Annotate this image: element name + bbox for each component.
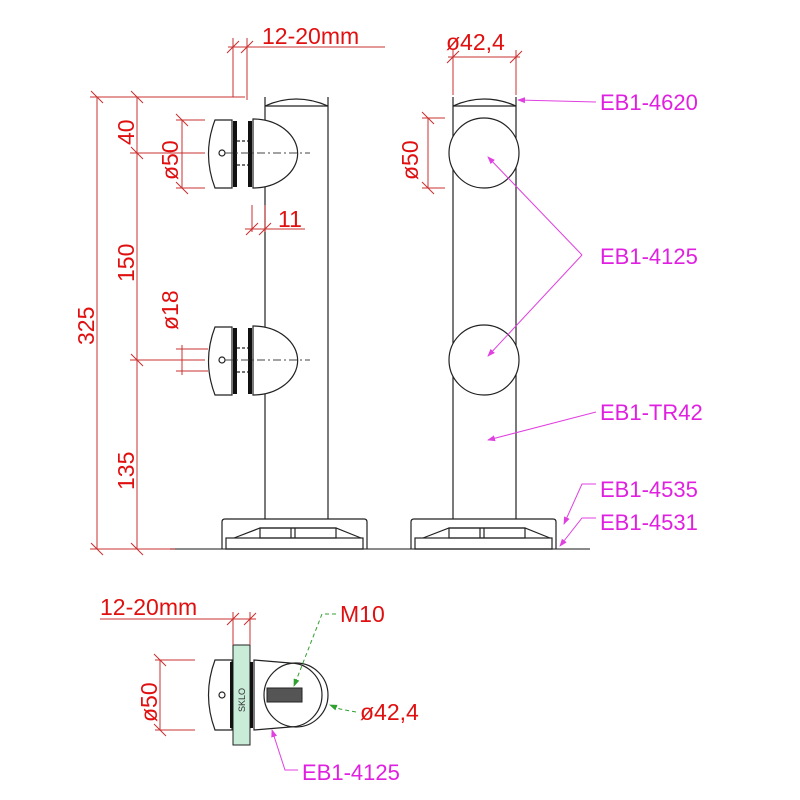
- dim-325: 325: [73, 307, 99, 345]
- dim-11: 11: [278, 206, 302, 232]
- dim-ø50-plan: ø50: [136, 682, 162, 722]
- front-fitting-lower: [448, 324, 520, 396]
- label-eb1-tr42: EB1-TR42: [600, 400, 703, 425]
- glass-label: SKLO: [237, 688, 247, 712]
- label-eb1-4531: EB1-4531: [600, 510, 698, 535]
- dim-ø42-4-plan: ø42,4: [360, 699, 419, 725]
- dim-12-20mm-top: 12-20mm: [262, 23, 359, 49]
- front-fitting-upper: [448, 117, 520, 189]
- plan-detail: SKLO: [207, 644, 329, 746]
- label-eb1-4125-plan: EB1-4125: [302, 760, 400, 785]
- front-view-post: [410, 97, 557, 550]
- dim-ø42-4-top: ø42,4: [446, 29, 505, 55]
- label-eb1-4620: EB1-4620: [600, 90, 698, 115]
- dim-ø50-front: ø50: [397, 140, 423, 180]
- side-fitting-upper: [207, 118, 310, 189]
- dim-40: 40: [113, 119, 139, 145]
- dimension-lines: [90, 38, 523, 556]
- dim-ø18: ø18: [157, 290, 183, 330]
- plan-dimension-lines: [100, 612, 257, 737]
- label-eb1-4535: EB1-4535: [600, 477, 698, 502]
- dim-135: 135: [113, 452, 139, 490]
- side-view-base: [221, 518, 368, 550]
- front-view-base: [410, 518, 557, 550]
- label-leaders: [487, 97, 597, 547]
- plan-leaders: [271, 613, 357, 771]
- side-fitting-lower: [207, 325, 310, 396]
- dim-m10: M10: [340, 601, 385, 627]
- dim-150: 150: [113, 244, 139, 282]
- dim-ø50-side: ø50: [157, 140, 183, 180]
- dim-12-20mm-plan: 12-20mm: [100, 594, 197, 620]
- m10-bolt: [266, 687, 303, 703]
- label-eb1-4125: EB1-4125: [600, 244, 698, 269]
